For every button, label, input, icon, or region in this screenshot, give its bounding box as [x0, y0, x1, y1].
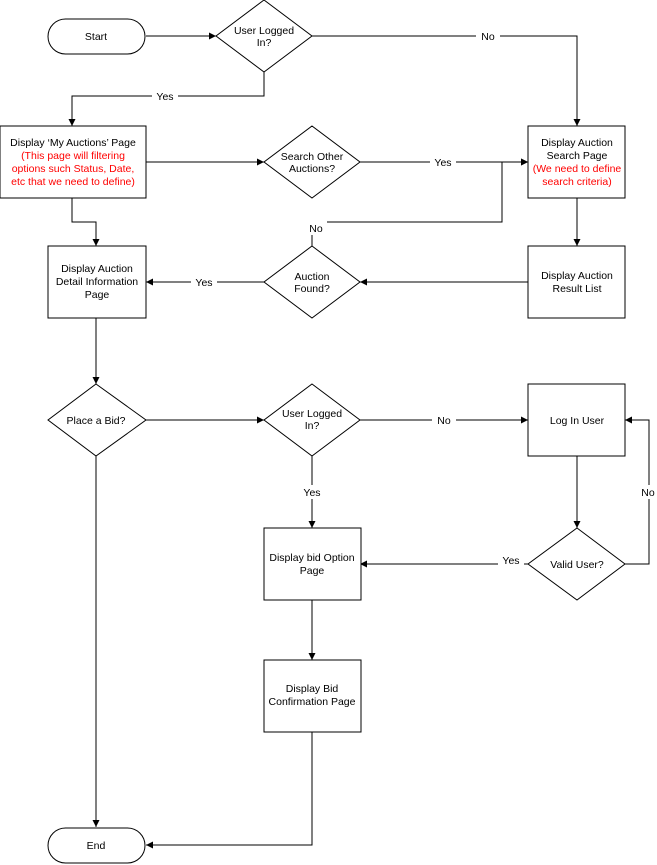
node-start-label: Start — [85, 31, 107, 43]
edge-labels: No Yes Yes No Yes No Yes Yes No — [152, 29, 657, 567]
node-user-logged-in-2: User Logged In? — [263, 383, 361, 457]
node-bid-confirmation-line1: Display Bid — [286, 683, 339, 695]
node-search-page-note1: (We need to define — [533, 163, 622, 175]
node-my-auctions: Display ‘My Auctions’ Page (This page wi… — [0, 125, 147, 199]
node-search-page-note2: search criteria) — [542, 176, 611, 188]
node-bid-option-line2: Page — [300, 565, 325, 577]
edge-login1-no-to-search-page — [312, 35, 581, 126]
node-auction-found-line1: Auction — [294, 271, 329, 283]
node-result-list-line2: Result List — [552, 283, 601, 295]
node-user-logged-in-1-line1: User Logged — [234, 25, 294, 37]
edge-label-valid-no: No — [641, 487, 655, 499]
node-search-other: Search Other Auctions? — [263, 125, 361, 199]
node-my-auctions-note1: (This page will filtering — [21, 150, 125, 162]
node-search-page-line2: Search Page — [547, 150, 608, 162]
node-log-in-user: Log In User — [527, 383, 626, 457]
node-auction-found-line2: Found? — [294, 283, 330, 295]
node-user-logged-in-2-line1: User Logged — [282, 408, 342, 420]
edge-label-found-yes: Yes — [195, 277, 212, 289]
node-place-bid: Place a Bid? — [47, 383, 147, 457]
edge-label-login2-yes: Yes — [303, 487, 320, 499]
node-bid-option-line1: Display bid Option — [269, 552, 354, 564]
node-end-label: End — [87, 840, 106, 852]
edge-label-search-yes: Yes — [434, 157, 451, 169]
node-user-logged-in-1: User Logged In? — [215, 0, 313, 73]
node-place-bid-label: Place a Bid? — [67, 415, 126, 427]
node-user-logged-in-2-line2: In? — [305, 420, 320, 432]
node-bid-option: Display bid Option Page — [263, 527, 362, 601]
edge-label-found-no: No — [309, 223, 323, 235]
node-end: End — [47, 827, 146, 864]
node-auction-found: Auction Found? — [263, 245, 361, 319]
edge-confirmation-to-end — [146, 732, 313, 849]
edge-my-auctions-to-detail — [71, 198, 100, 246]
node-valid-user-label: Valid User? — [550, 559, 604, 571]
node-my-auctions-title: Display ‘My Auctions’ Page — [10, 137, 136, 149]
node-my-auctions-note2: options such Status, Date, — [12, 163, 135, 175]
node-search-other-line2: Auctions? — [289, 163, 335, 175]
node-detail-page: Display Auction Detail Information Page — [47, 245, 147, 319]
edge-found-no-to-search-page — [311, 158, 528, 246]
node-search-other-line1: Search Other — [281, 151, 344, 163]
node-log-in-user-label: Log In User — [550, 415, 605, 427]
node-bid-confirmation-line2: Confirmation Page — [269, 696, 356, 708]
node-result-list-line1: Display Auction — [541, 270, 613, 282]
node-detail-page-line2: Detail Information — [56, 276, 138, 288]
node-detail-page-line3: Page — [85, 289, 110, 301]
edge-label-valid-yes: Yes — [502, 555, 519, 567]
node-detail-page-line1: Display Auction — [61, 263, 133, 275]
node-search-page: Display Auction Search Page (We need to … — [527, 125, 626, 199]
node-start: Start — [47, 18, 146, 55]
edge-label-login1-yes: Yes — [156, 91, 173, 103]
node-my-auctions-note3: etc that we need to define) — [11, 176, 135, 188]
edge-label-login1-no: No — [481, 31, 495, 43]
edge-label-login2-no: No — [437, 415, 451, 427]
node-search-page-line1: Display Auction — [541, 137, 613, 149]
node-result-list: Display Auction Result List — [527, 245, 626, 319]
node-valid-user: Valid User? — [527, 527, 626, 601]
node-user-logged-in-1-line2: In? — [257, 37, 272, 49]
node-bid-confirmation: Display Bid Confirmation Page — [263, 659, 362, 733]
